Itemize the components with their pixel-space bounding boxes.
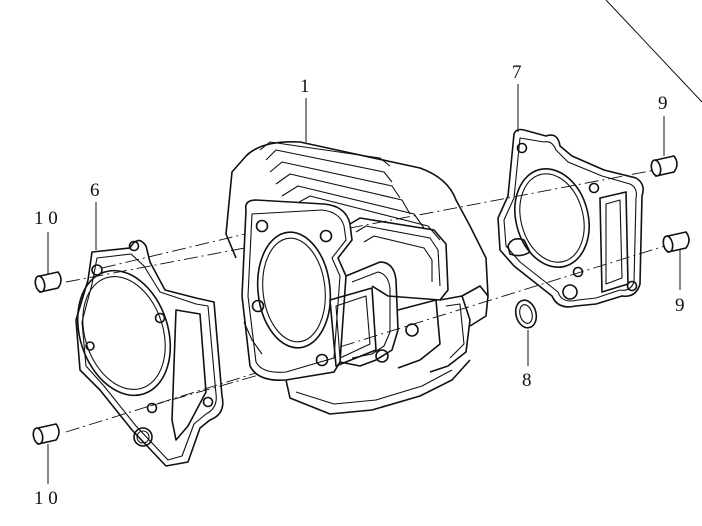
callout-head-gasket: 7 [512, 62, 522, 83]
callout-o-ring: 8 [522, 370, 532, 391]
callout-base-gasket: 6 [90, 180, 100, 201]
dowel-pin-icon [32, 155, 690, 445]
cylinder-icon [225, 140, 489, 415]
callout-cylinder: 1 [300, 76, 310, 97]
callout-dowel-upper-right: 9 [658, 93, 668, 114]
callout-dowel-lower-right: 9 [675, 295, 685, 316]
callout-dowel-lower-left: 1 0 [34, 488, 58, 509]
base-gasket-icon [75, 239, 224, 467]
leader-lines [47, 84, 681, 484]
assembly-axis-lines [65, 169, 669, 433]
head-gasket-icon [497, 128, 644, 308]
frame-corner-line [605, 0, 702, 103]
o-ring-icon [514, 299, 538, 329]
callout-dowel-upper-left: 1 0 [34, 208, 58, 229]
